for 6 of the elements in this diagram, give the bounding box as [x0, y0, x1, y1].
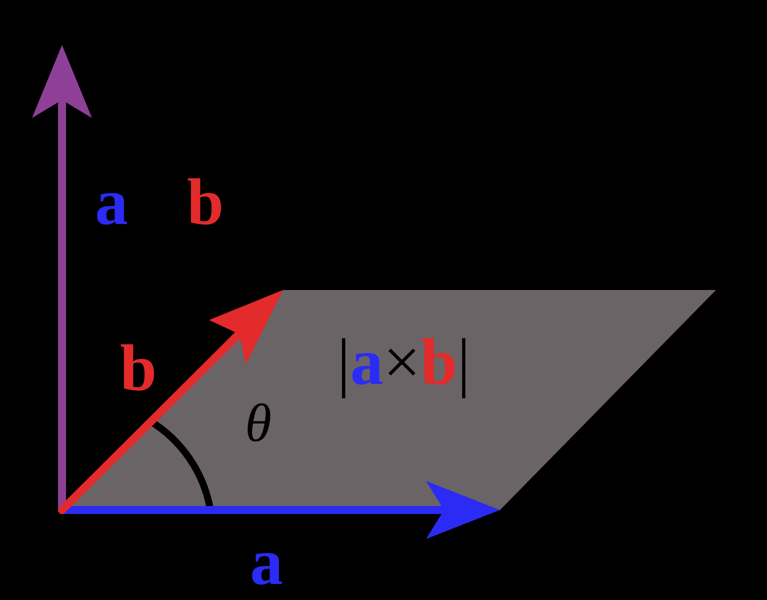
angle-label: θ — [245, 396, 272, 450]
vector-label: a — [95, 170, 128, 236]
vector-label: a — [250, 530, 283, 596]
vector-label: b — [120, 336, 157, 402]
vector-label: b — [187, 170, 224, 236]
area-label: |a×b| — [337, 330, 470, 396]
